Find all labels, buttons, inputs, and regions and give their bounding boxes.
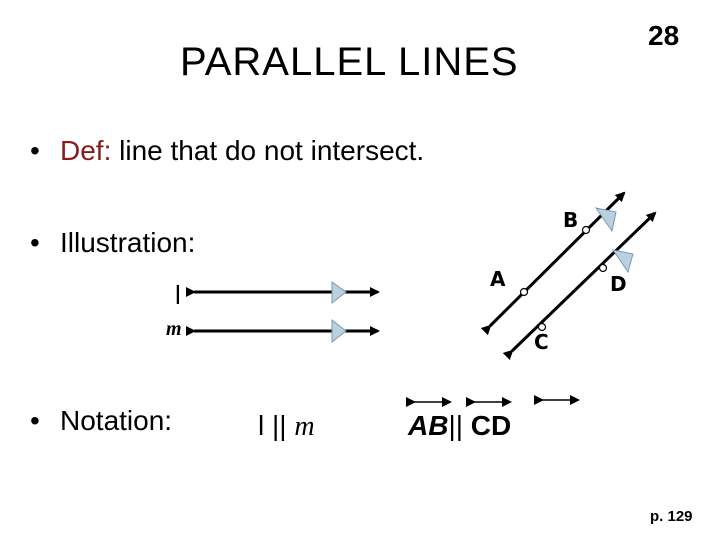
parallel-symbol: || bbox=[448, 410, 463, 441]
line-m-label: m bbox=[166, 318, 182, 340]
illustration-bullet: • Illustration: bbox=[30, 227, 195, 259]
notation-label: Notation: bbox=[60, 405, 173, 436]
parallel-marker-m bbox=[331, 318, 347, 344]
parallel-marker-l bbox=[331, 281, 347, 305]
illustration-label: Illustration: bbox=[60, 227, 196, 258]
point-c-dot bbox=[537, 322, 547, 332]
slide-title: PARALLEL LINES bbox=[180, 40, 519, 84]
notation-l: l bbox=[258, 410, 265, 441]
notation-ab: AB bbox=[408, 410, 449, 441]
point-b-label: B bbox=[563, 208, 579, 232]
notation-bullet: • Notation: bbox=[30, 405, 172, 437]
definition-bullet: • Def: line that do not intersect. bbox=[30, 135, 424, 167]
notation-cd: CD bbox=[470, 410, 512, 441]
parallel-marker-cd bbox=[611, 249, 634, 274]
notation-m: m bbox=[294, 411, 315, 442]
line-l-label: l bbox=[175, 280, 181, 310]
point-d-label: D bbox=[610, 272, 627, 296]
page-reference: p. 129 bbox=[650, 508, 693, 525]
point-a-dot bbox=[519, 287, 529, 297]
definition-term: Def: bbox=[60, 135, 112, 166]
bullet-dot: • bbox=[30, 135, 40, 166]
point-a-label: A bbox=[490, 267, 506, 291]
point-b-dot bbox=[581, 225, 591, 235]
bullet-dot: • bbox=[30, 227, 40, 258]
line-m bbox=[186, 318, 380, 344]
notation-l-parallel-m: l || m bbox=[258, 410, 315, 443]
bullet-dot: • bbox=[30, 405, 40, 436]
definition-text: line that do not intersect. bbox=[111, 135, 425, 166]
line-l bbox=[186, 281, 380, 305]
notation-ab-parallel-cd: AB|| CD bbox=[408, 410, 511, 442]
point-c-label: C bbox=[534, 330, 549, 354]
point-d-dot bbox=[598, 263, 608, 273]
line-cd bbox=[502, 211, 657, 361]
slide-number: 28 bbox=[648, 20, 680, 51]
parallel-symbol: || bbox=[272, 410, 287, 441]
